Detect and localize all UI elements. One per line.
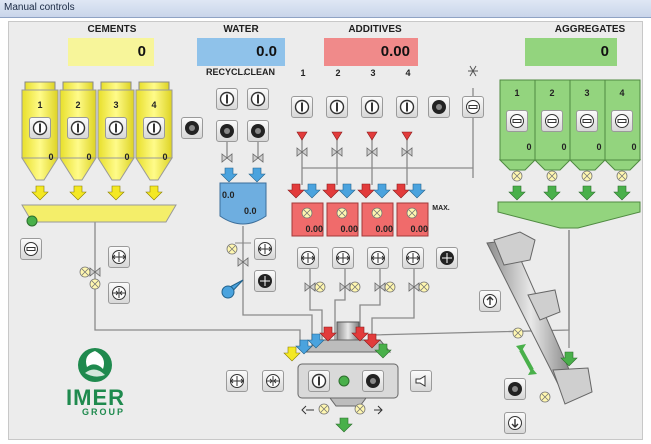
- window-title: Manual controls: [4, 2, 75, 13]
- skip-motor-button[interactable]: [504, 378, 526, 400]
- cement-screw-close-button[interactable]: [108, 282, 130, 304]
- brand-group: GROUP: [82, 407, 126, 417]
- cement-filter-button[interactable]: [20, 238, 42, 260]
- mixer-motor-button[interactable]: [362, 370, 384, 392]
- cements-title: CEMENTS: [87, 24, 137, 35]
- cement-vibrator-button[interactable]: [181, 117, 203, 139]
- additive-2-discharge-button[interactable]: [332, 247, 354, 269]
- additive-value-4: 0.00: [410, 224, 428, 234]
- skip-up-button[interactable]: [479, 290, 501, 312]
- additive-3-toggle-button[interactable]: [361, 96, 383, 118]
- additive-water-valve-button[interactable]: [462, 96, 484, 118]
- mixer-toggle-button[interactable]: [308, 370, 330, 392]
- additive-number-2: 2: [335, 68, 341, 78]
- water-display: 0.0: [197, 38, 285, 66]
- silo-number-4: 4: [151, 100, 157, 110]
- silo-number-2: 2: [75, 100, 81, 110]
- additive-tanks: [287, 131, 430, 293]
- additive-4-toggle-button[interactable]: [396, 96, 418, 118]
- title-bar: Manual controls: [0, 0, 651, 18]
- bin-value-3: 0: [596, 142, 602, 152]
- bin-value-2: 0: [561, 142, 567, 152]
- skip-down-button[interactable]: [504, 412, 526, 434]
- cement-screw-conveyor: [21, 204, 177, 223]
- bin-2-toggle-button[interactable]: [541, 110, 563, 132]
- additive-pump-button[interactable]: [436, 247, 458, 269]
- additive-value-3: 0.00: [375, 224, 393, 234]
- additive-value-1: 0.00: [305, 224, 323, 234]
- aggregate-weigh-belt: [497, 201, 641, 229]
- silo-number-3: 3: [113, 100, 119, 110]
- additive-2-toggle-button[interactable]: [326, 96, 348, 118]
- bin-value-1: 0: [526, 142, 532, 152]
- brand-name: IMER: [66, 385, 125, 410]
- water-clean-toggle-button[interactable]: [247, 88, 269, 110]
- aggregates-title: AGGREGATES: [554, 24, 626, 35]
- water-discharge-button[interactable]: [254, 238, 276, 260]
- silo-3-toggle-button[interactable]: [105, 117, 127, 139]
- mixer-door-open-button[interactable]: [226, 370, 248, 392]
- additive-max-label: MAX.: [432, 205, 450, 212]
- bin-number-4: 4: [619, 88, 625, 98]
- silo-value-1: 0: [48, 152, 54, 162]
- imer-logo-icon: [78, 348, 112, 382]
- additive-agitator-button[interactable]: [428, 96, 450, 118]
- horn-button[interactable]: [410, 370, 432, 392]
- clean-label: CLEAN: [244, 67, 275, 77]
- water-tank-top-value: 0.0: [222, 190, 235, 200]
- skip-conveyor: [486, 230, 593, 405]
- vent-icon: [468, 65, 478, 77]
- silo-1-toggle-button[interactable]: [29, 117, 51, 139]
- aggregates-display: 0: [525, 38, 617, 66]
- additive-1-discharge-button[interactable]: [297, 247, 319, 269]
- water-title: WATER: [223, 24, 259, 35]
- water-clean-pump-button[interactable]: [247, 120, 269, 142]
- silo-number-1: 1: [37, 100, 43, 110]
- additives-display: 0.00: [324, 38, 418, 66]
- additives-title: ADDITIVES: [348, 24, 402, 35]
- silo-value-3: 0: [124, 152, 130, 162]
- water-recycle-pump-button[interactable]: [216, 120, 238, 142]
- water-recycle-toggle-button[interactable]: [216, 88, 238, 110]
- additive-4-discharge-button[interactable]: [402, 247, 424, 269]
- additive-number-1: 1: [300, 68, 306, 78]
- cement-silos: [21, 81, 177, 227]
- bin-3-toggle-button[interactable]: [576, 110, 598, 132]
- bin-value-4: 0: [631, 142, 637, 152]
- mixer-door-close-button[interactable]: [262, 370, 284, 392]
- silo-value-2: 0: [86, 152, 92, 162]
- water-tank: [219, 182, 267, 225]
- additive-1-toggle-button[interactable]: [291, 96, 313, 118]
- silo-4-toggle-button[interactable]: [143, 117, 165, 139]
- additive-3-discharge-button[interactable]: [367, 247, 389, 269]
- bin-number-2: 2: [549, 88, 555, 98]
- cement-screw-open-button[interactable]: [108, 246, 130, 268]
- bin-1-toggle-button[interactable]: [506, 110, 528, 132]
- additive-value-2: 0.00: [340, 224, 358, 234]
- bin-number-3: 3: [584, 88, 590, 98]
- cements-display: 0: [68, 38, 154, 66]
- water-pump-button[interactable]: [254, 270, 276, 292]
- recycle-label: RECYCL.: [206, 67, 246, 77]
- aggregate-bins: [497, 79, 642, 229]
- bin-number-1: 1: [514, 88, 520, 98]
- additive-number-3: 3: [370, 68, 376, 78]
- bin-4-toggle-button[interactable]: [611, 110, 633, 132]
- water-tank-bottom-value: 0.0: [244, 206, 257, 216]
- silo-2-toggle-button[interactable]: [67, 117, 89, 139]
- additive-number-4: 4: [405, 68, 411, 78]
- silo-value-4: 0: [162, 152, 168, 162]
- conveyor-status-icon: [26, 215, 38, 227]
